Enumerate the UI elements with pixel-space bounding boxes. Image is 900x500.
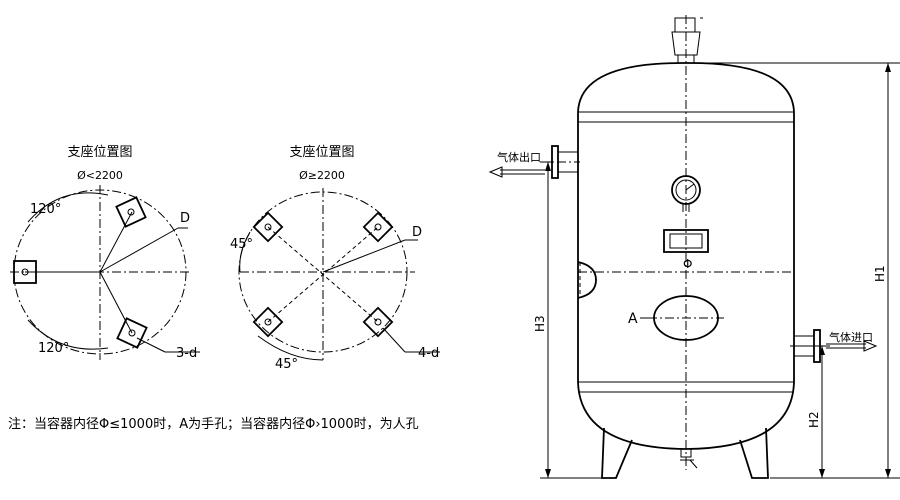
left-hole-label: 3-d xyxy=(176,346,197,361)
outlet-label: 气体出口 xyxy=(497,150,541,164)
tank-leg-left xyxy=(601,427,633,479)
left-radial-1 xyxy=(99,211,133,273)
left-view-condition: Ø<2200 xyxy=(77,169,123,182)
inlet-label: 气体进口 xyxy=(829,330,873,344)
nameplate xyxy=(663,229,709,253)
a-label: A xyxy=(628,311,638,327)
tank-leg-right xyxy=(739,427,769,479)
left-support-pad-1 xyxy=(115,196,147,228)
left-hole-leader xyxy=(136,337,166,353)
left-angle-label-bottom: 120° xyxy=(38,341,69,356)
right-angle-label-bottom: 45° xyxy=(275,357,298,372)
right-support-pad-4 xyxy=(362,306,394,338)
pressure-gauge-icon xyxy=(671,175,701,212)
right-hole-label: 4-d xyxy=(418,346,439,361)
h2-dimension xyxy=(794,345,830,478)
note-text: 注：当容器内径Φ≤1000时，A为手孔；当容器内径Φ›1000时，为人孔 xyxy=(8,416,419,432)
right-angle-label-top: 45° xyxy=(230,237,253,252)
safety-valve-icon xyxy=(671,17,703,64)
left-angle-arc-top xyxy=(27,192,109,223)
right-support-pad-3 xyxy=(252,306,284,338)
right-hole-leader xyxy=(382,327,406,353)
left-support-pad-2 xyxy=(116,317,148,349)
right-view-condition: Ø≥2200 xyxy=(299,169,345,182)
outlet-arrow-icon xyxy=(488,166,545,178)
left-angle-label-top: 120° xyxy=(30,202,61,217)
inlet-arrow-icon xyxy=(826,340,878,352)
support-layout-right: 支座位置图 Ø≥2200 D 45° 45° 4-d xyxy=(230,145,440,372)
left-support-pad-3 xyxy=(13,260,37,284)
h3-dimension xyxy=(540,161,604,479)
h3-label: H3 xyxy=(533,315,547,332)
left-angle-arc-bottom xyxy=(27,319,109,350)
right-view-title: 支座位置图 xyxy=(289,145,354,160)
left-view-title: 支座位置图 xyxy=(67,145,132,160)
right-support-pad-2 xyxy=(362,211,394,243)
h2-label: H2 xyxy=(807,411,821,428)
right-angle-arc-top xyxy=(239,231,251,273)
h1-label: H1 xyxy=(873,265,887,282)
right-d-leader xyxy=(322,239,406,273)
support-layout-left: 支座位置图 Ø<2200 D 120° 120° xyxy=(10,145,200,361)
right-support-pad-1 xyxy=(252,211,284,243)
drain-valve-icon xyxy=(680,448,698,469)
right-d-label: D xyxy=(412,225,422,240)
right-angle-arc-bottom xyxy=(257,335,324,361)
h1-dimension xyxy=(700,62,900,479)
left-d-label: D xyxy=(180,211,190,226)
phi-label: Φ xyxy=(683,257,692,271)
tank-elevation: 气体出口 气体进口 Φ xyxy=(488,15,900,479)
left-d-leader xyxy=(99,227,179,273)
lifting-lug xyxy=(577,261,597,299)
left-radial-2 xyxy=(99,271,133,334)
tank-top-head xyxy=(577,62,795,113)
right-diagonal-2 xyxy=(267,226,379,323)
